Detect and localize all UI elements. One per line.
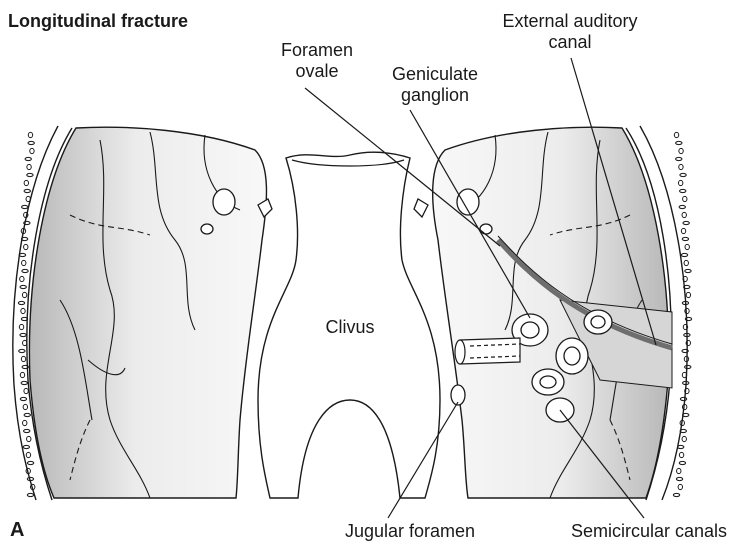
label-clivus: Clivus bbox=[300, 317, 400, 338]
figure-title: Longitudinal fracture bbox=[8, 11, 188, 32]
left-middle-fossa bbox=[29, 127, 266, 498]
panel-letter: A bbox=[10, 520, 24, 541]
label-foramen-ovale: Foramen ovale bbox=[262, 40, 372, 82]
label-geniculate-ganglion: Geniculate ganglion bbox=[370, 64, 500, 106]
label-jugular-foramen: Jugular foramen bbox=[330, 521, 490, 542]
internal-auditory-canal bbox=[455, 338, 520, 364]
label-external-auditory-canal: External auditory canal bbox=[470, 11, 670, 53]
label-semicircular-canals: Semicircular canals bbox=[554, 521, 744, 542]
